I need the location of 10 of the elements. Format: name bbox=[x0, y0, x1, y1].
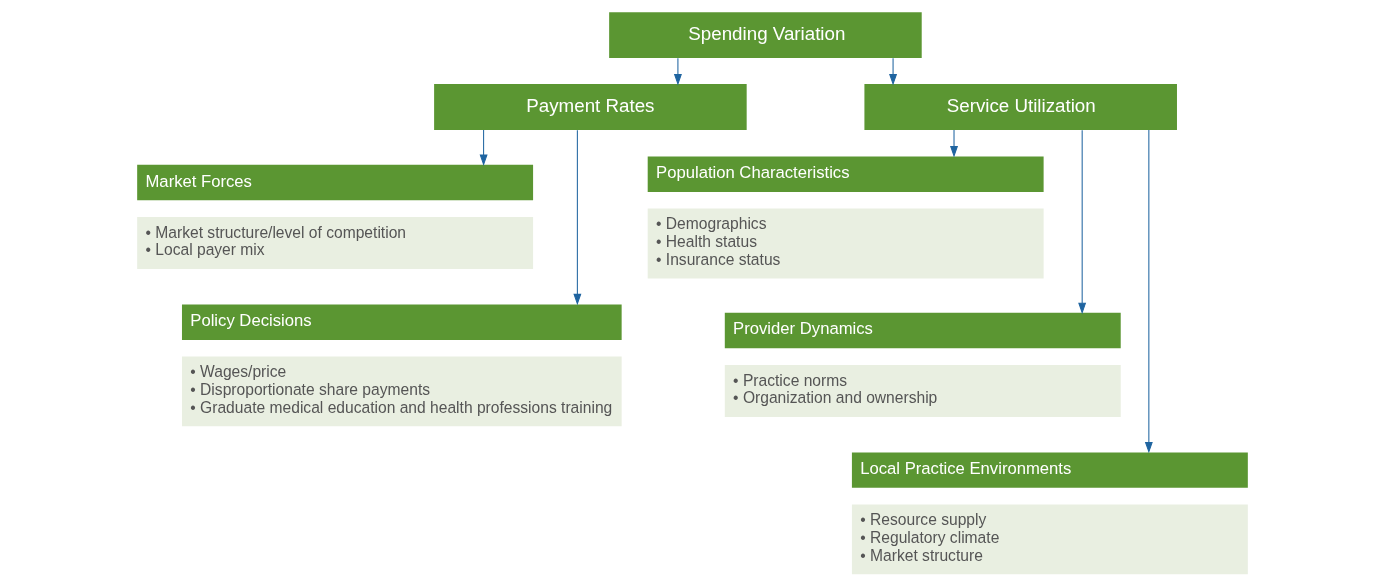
arrow bbox=[889, 57, 898, 86]
arrow bbox=[573, 129, 582, 306]
node-box: Spending Variation bbox=[609, 12, 922, 59]
arrow bbox=[950, 129, 959, 158]
arrow bbox=[1144, 129, 1153, 454]
node-box: Service Utilization bbox=[864, 84, 1177, 130]
arrow bbox=[479, 129, 488, 167]
arrow bbox=[673, 57, 682, 86]
node-box: Payment Rates bbox=[434, 84, 747, 130]
arrow bbox=[1078, 129, 1087, 315]
